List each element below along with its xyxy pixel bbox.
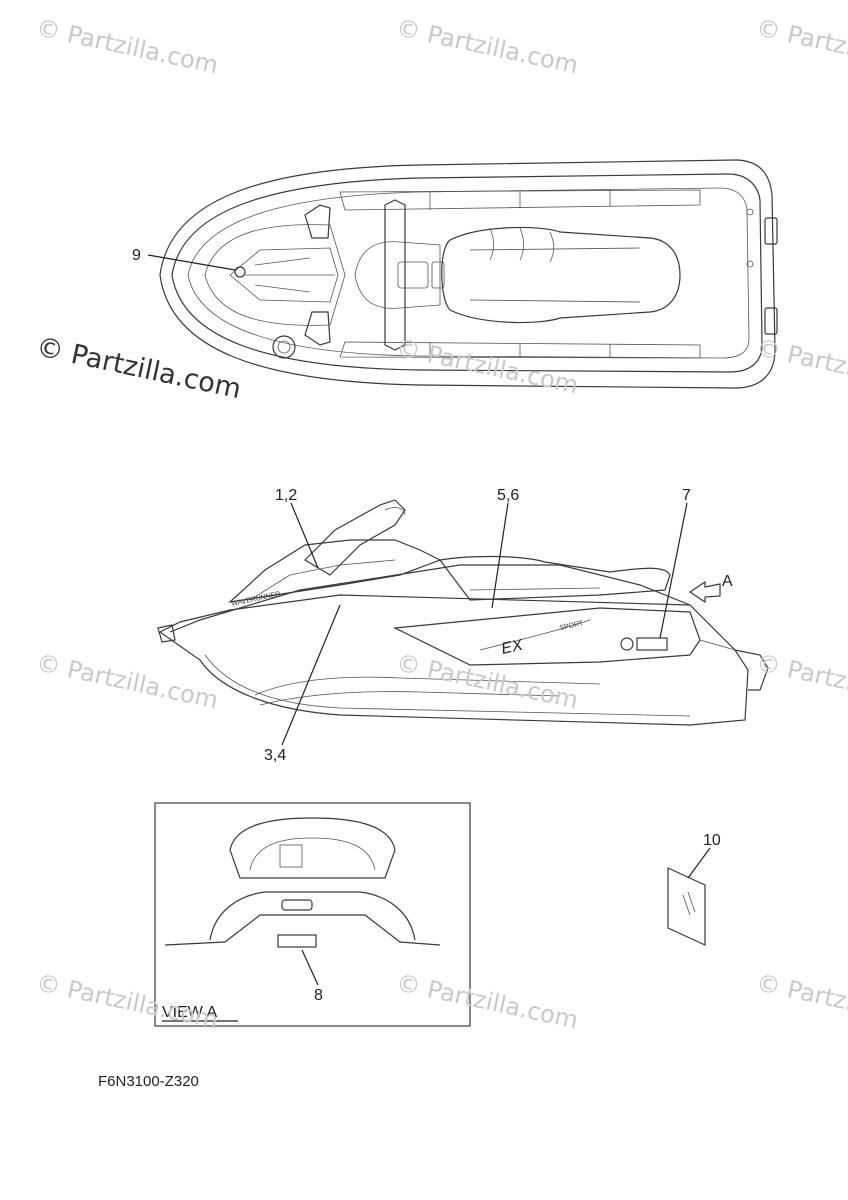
watermark: © Partzilla.com [394,968,581,1034]
callout-9: 9 [132,247,141,264]
decal-sheet-item-10 [667,867,706,946]
view-a-label: VIEW A [162,1004,217,1021]
watermarks: © Partzilla.com © Partzilla.com © Partzi… [34,13,848,1034]
side-view-watercraft: EX SPORT WAVERUNNER [157,499,769,726]
watermark: © Partzilla.com [394,13,581,79]
waverunner-decal: WAVERUNNER [231,591,281,608]
callout-8: 8 [314,987,323,1004]
leader-lines [147,254,721,986]
callout-7: 7 [682,487,691,504]
watermark: © Partzilla.com [34,13,221,79]
callout-10: 10 [703,832,721,849]
top-view-watercraft [159,159,778,389]
part-number: F6N3100-Z320 [98,1073,199,1090]
watermark: © Partzilla.com [34,332,244,406]
watermark: © Partzilla.com [754,13,848,79]
watermark: © Partzilla.com [754,333,848,399]
watermark: © Partzilla.com [754,648,848,714]
callout-3-4: 3,4 [264,747,286,764]
callout-view-a: A [722,573,733,590]
yamaha-rear-decal: YAMAHA [282,939,311,946]
sport-decal: SPORT [559,620,585,632]
watermark: © Partzilla.com [754,968,848,1034]
watermark: © Partzilla.com [34,648,221,714]
ex-decal: EX [500,637,526,658]
callout-1-2: 1,2 [275,487,297,504]
watermark: © Partzilla.com [34,968,221,1034]
view-a-panel: YAMAHA VIEW A [154,802,471,1027]
callout-5-6: 5,6 [497,487,519,504]
watermark: © Partzilla.com [394,648,581,714]
